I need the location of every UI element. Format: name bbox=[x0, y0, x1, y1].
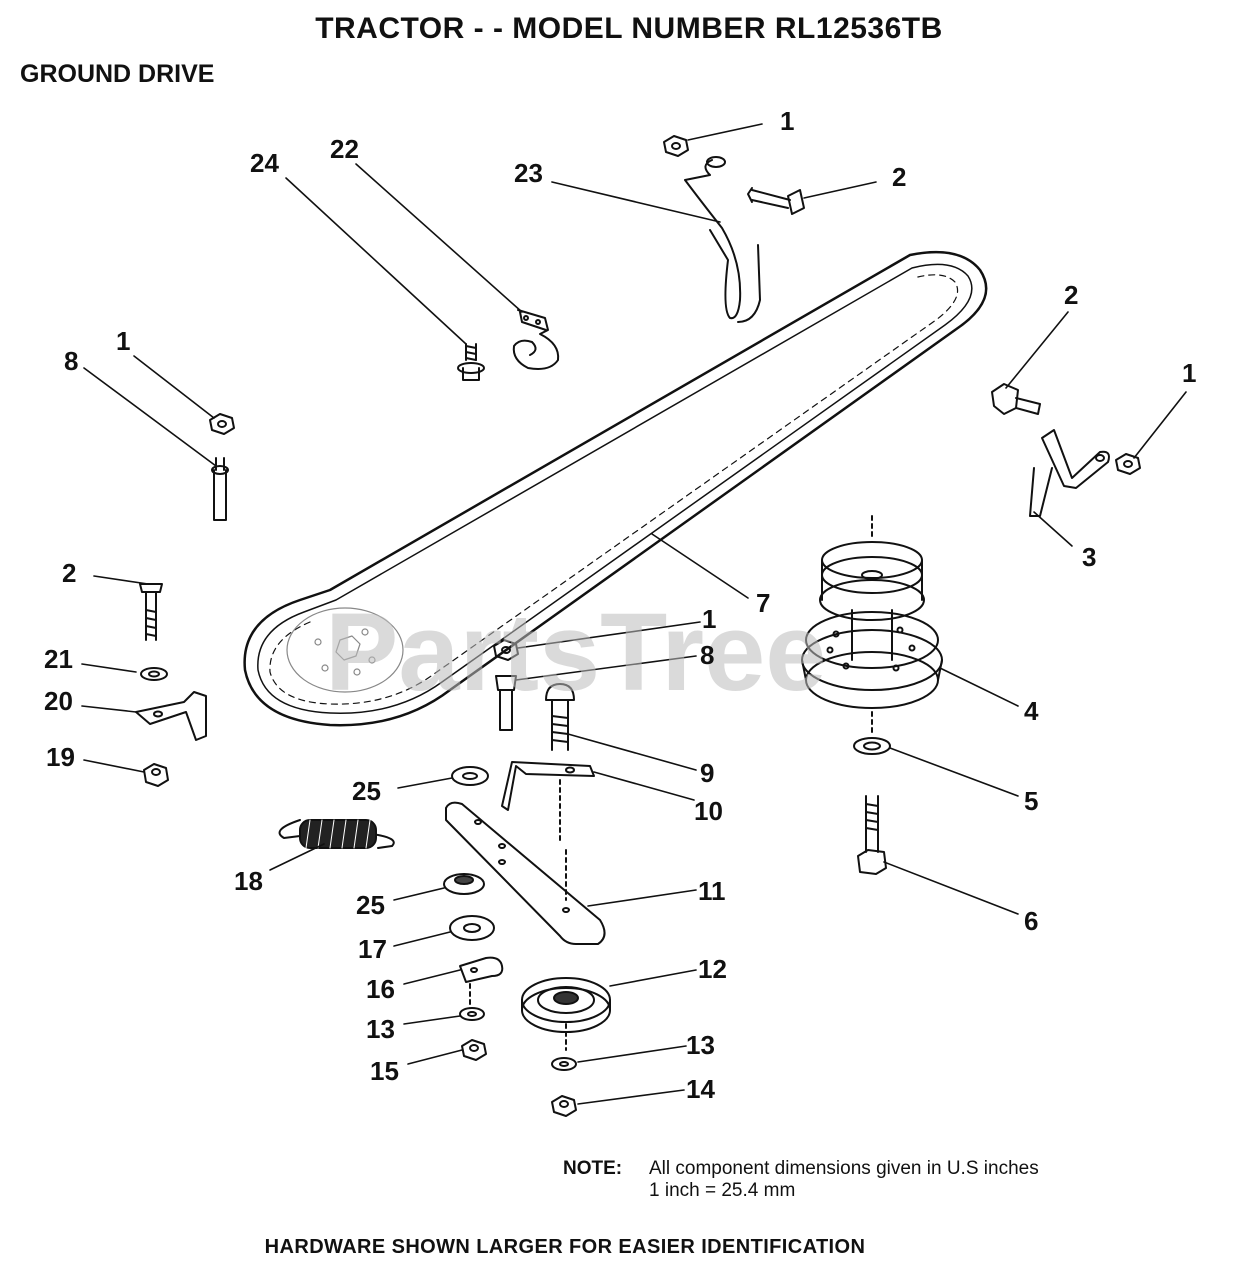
callout-labels: 1 2 23 24 22 2 1 1 8 3 7 2 1 8 21 4 20 9… bbox=[44, 106, 1196, 1104]
hex-nut-15 bbox=[461, 1039, 487, 1061]
leader-lines bbox=[81, 123, 1187, 1105]
idler-bracket bbox=[501, 761, 595, 841]
hex-nut-right bbox=[1115, 453, 1141, 475]
washer-head-bolt bbox=[457, 343, 485, 381]
callout-24: 24 bbox=[250, 148, 279, 178]
callout-8: 8 bbox=[700, 640, 714, 670]
spring-bracket bbox=[135, 691, 207, 741]
stud-left bbox=[211, 457, 229, 521]
callout-1: 1 bbox=[1182, 358, 1196, 388]
callout-14: 14 bbox=[686, 1074, 715, 1104]
hex-nut bbox=[663, 135, 689, 157]
callout-19: 19 bbox=[46, 742, 75, 772]
callout-25: 25 bbox=[352, 776, 381, 806]
spacer-washer-upper bbox=[451, 766, 489, 786]
hardware-footer-note: HARDWARE SHOWN LARGER FOR EASIER IDENTIF… bbox=[264, 1236, 866, 1258]
spacer-washer-lower bbox=[443, 873, 485, 895]
callout-23: 23 bbox=[514, 158, 543, 188]
callout-11: 11 bbox=[698, 876, 726, 906]
hex-nut-lock bbox=[143, 763, 169, 787]
callout-16: 16 bbox=[366, 974, 395, 1004]
callout-2: 2 bbox=[1064, 280, 1078, 310]
flat-washer bbox=[853, 737, 891, 755]
callout-21: 21 bbox=[44, 644, 73, 674]
callout-8: 8 bbox=[64, 346, 78, 376]
flat-washer-17 bbox=[449, 915, 495, 941]
carriage-bolt-left bbox=[139, 583, 163, 641]
callout-12: 12 bbox=[698, 954, 727, 984]
callout-5: 5 bbox=[1024, 786, 1038, 816]
callout-22: 22 bbox=[330, 134, 359, 164]
pulley-bolt bbox=[857, 795, 887, 875]
engine-pulley bbox=[286, 607, 404, 693]
callout-6: 6 bbox=[1024, 906, 1038, 936]
belt-guide-rod bbox=[684, 156, 761, 323]
flat-washer-13 bbox=[459, 1007, 485, 1021]
flat-washer-left bbox=[140, 667, 168, 681]
hex-nut-left bbox=[209, 413, 235, 435]
callout-13: 13 bbox=[686, 1030, 715, 1060]
idler-pulley bbox=[521, 977, 611, 1051]
callout-4: 4 bbox=[1024, 696, 1039, 726]
section-title: GROUND DRIVE bbox=[20, 60, 215, 88]
callout-15: 15 bbox=[370, 1056, 399, 1086]
callout-9: 9 bbox=[700, 758, 714, 788]
bracket-right bbox=[1029, 429, 1110, 517]
callout-18: 18 bbox=[234, 866, 263, 896]
hex-nut-middle bbox=[493, 639, 519, 661]
callout-20: 20 bbox=[44, 686, 73, 716]
callout-7: 7 bbox=[756, 588, 770, 618]
drive-belt bbox=[243, 250, 988, 727]
hex-bolt bbox=[747, 187, 805, 215]
note-line-2: 1 inch = 25.4 mm bbox=[649, 1180, 796, 1201]
belt-keeper-clip bbox=[459, 956, 504, 1005]
tension-spring bbox=[278, 819, 395, 849]
watermark-text: PartsTree bbox=[325, 591, 826, 714]
callout-3: 3 bbox=[1082, 542, 1096, 572]
note-label: NOTE: bbox=[563, 1158, 623, 1179]
callout-13: 13 bbox=[366, 1014, 395, 1044]
callout-1: 1 bbox=[702, 604, 716, 634]
diagram-title: TRACTOR - - MODEL NUMBER RL12536TB bbox=[315, 12, 943, 45]
callout-2: 2 bbox=[62, 558, 76, 588]
callout-1: 1 bbox=[116, 326, 130, 356]
carriage-bolt bbox=[545, 683, 575, 751]
transmission-pulley bbox=[801, 515, 943, 733]
callout-10: 10 bbox=[694, 796, 723, 826]
hex-bolt-right bbox=[991, 383, 1041, 415]
belt-guide-hook bbox=[512, 309, 560, 370]
flat-washer-13b bbox=[551, 1057, 577, 1071]
idler-arm bbox=[445, 801, 606, 945]
stud-middle bbox=[495, 675, 517, 731]
dimensions-note: NOTE: All component dimensions given in U… bbox=[563, 1158, 1039, 1202]
callout-1: 1 bbox=[780, 106, 794, 136]
callout-17: 17 bbox=[358, 934, 387, 964]
note-line-1: All component dimensions given in U.S in… bbox=[649, 1158, 1039, 1179]
callout-25: 25 bbox=[356, 890, 385, 920]
hex-nut-14 bbox=[551, 1095, 577, 1117]
callout-2: 2 bbox=[892, 162, 906, 192]
